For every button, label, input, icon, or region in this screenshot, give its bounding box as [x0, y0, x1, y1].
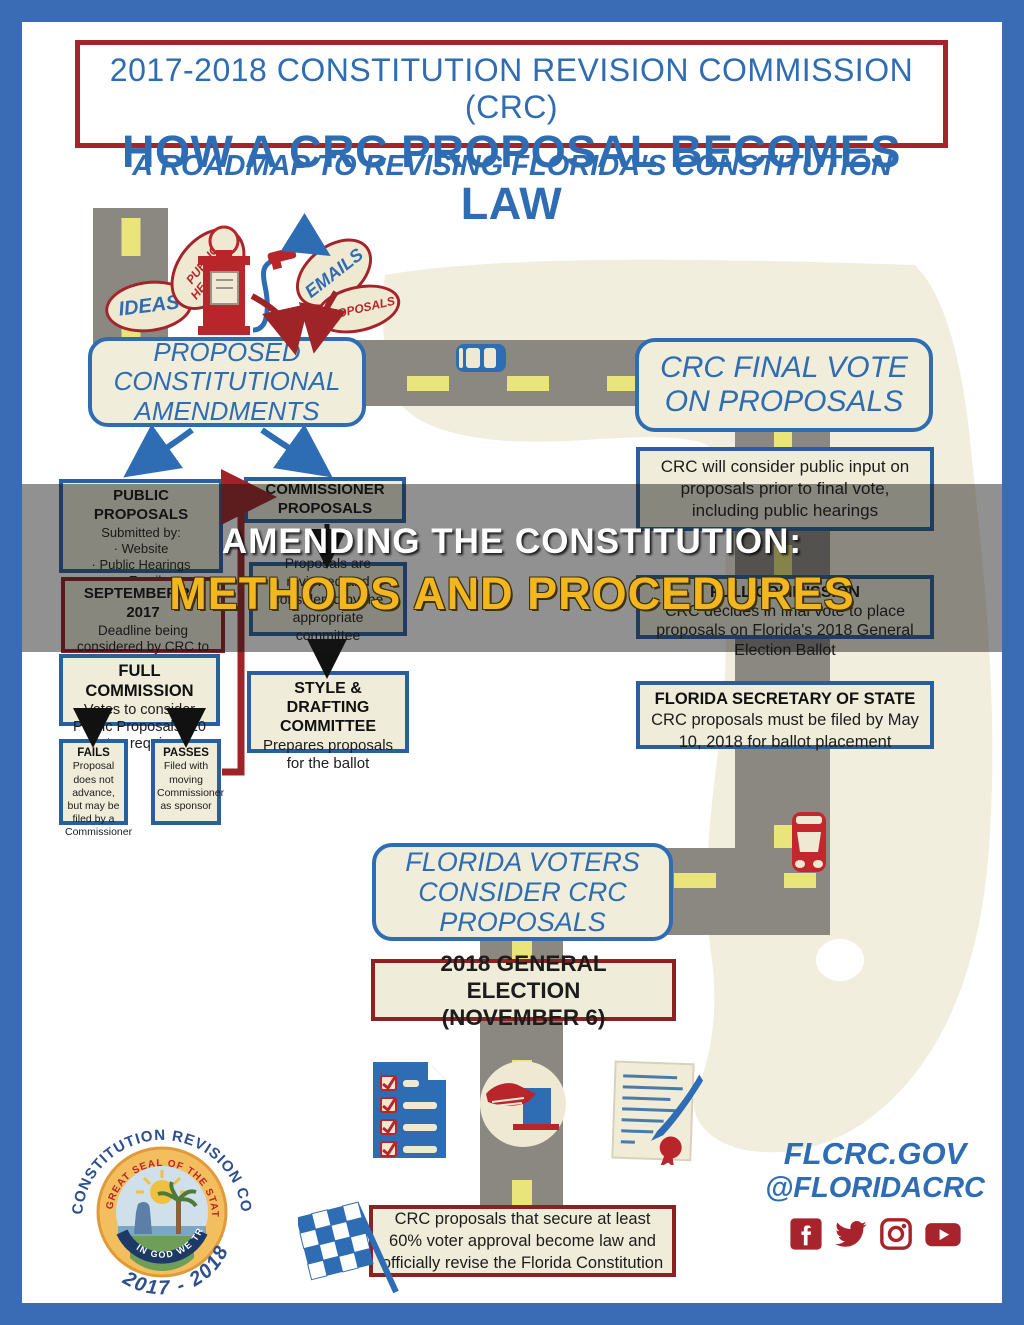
- election-line1: 2018 GENERAL ELECTION: [440, 950, 607, 1003]
- lake-okeechobee-shape: [816, 939, 864, 981]
- fails-title: FAILS: [77, 747, 110, 759]
- florida-voters-box: FLORIDA VOTERS CONSIDER CRC PROPOSALS: [372, 843, 673, 941]
- secretary-title: FLORIDA SECRETARY OF STATE: [654, 690, 916, 708]
- website-link[interactable]: FLCRC.GOV: [783, 1136, 967, 1171]
- secretary-text: CRC proposals must be filed by May 10, 2…: [651, 711, 919, 751]
- style-drafting-title: STYLE & DRAFTING COMMITTEE: [280, 680, 376, 736]
- ideas-label: IDEAS: [117, 291, 181, 321]
- branch-arrow-public: [123, 424, 194, 478]
- checklist-icon: [373, 1062, 446, 1158]
- public-proposals-item-hearings: · Public Hearings: [91, 557, 191, 572]
- florida-voters-line1: FLORIDA VOTERS: [405, 846, 640, 877]
- general-election-box: 2018 GENERAL ELECTION (NOVEMBER 6): [371, 951, 676, 1030]
- branch-arrow-commissioner: [260, 424, 333, 478]
- proposed-amendments-box: PROPOSED CONSTITUTIONAL AMENDMENTS: [88, 337, 366, 427]
- public-proposals-box: PUBLIC PROPOSALS Submitted by: · Website…: [59, 479, 223, 605]
- proposed-line2: CONSTITUTIONAL: [113, 366, 341, 397]
- style-drafting-box: STYLE & DRAFTING COMMITTEE Prepares prop…: [247, 671, 409, 772]
- title-line1: 2017-2018 CONSTITUTION REVISION COMMISSI…: [109, 52, 914, 125]
- full-commission-left-box: FULL COMMISSION Votes to consider Public…: [59, 654, 220, 752]
- public-proposals-title: PUBLIC PROPOSALS: [93, 487, 189, 523]
- crc-final-vote-line1: CRC FINAL VOTE: [660, 351, 908, 385]
- overlay-banner: AMENDING THE CONSTITUTION: METHODS AND P…: [0, 484, 1024, 652]
- public-proposals-item-website: · Website: [113, 540, 169, 556]
- passes-title: PASSES: [163, 747, 209, 759]
- crc-final-vote-box: CRC FINAL VOTE ON PROPOSALS: [635, 338, 933, 432]
- proposals-label: PROPOSALS: [319, 293, 397, 325]
- fails-box: FAILS Proposal does not advance, but may…: [59, 739, 132, 838]
- social-handle[interactable]: @FLORIDACRC: [765, 1172, 985, 1204]
- fails-text: Proposal does not advance, but may be fi…: [65, 760, 133, 838]
- footer-links: FLCRC.GOV @FLORIDACRC: [755, 1136, 995, 1251]
- florida-voters-line3: PROPOSALS: [439, 907, 606, 938]
- secretary-of-state-box: FLORIDA SECRETARY OF STATE CRC proposals…: [636, 681, 934, 751]
- youtube-icon[interactable]: [924, 1217, 962, 1251]
- overlay-title-line2: METHODS AND PROCEDURES: [169, 568, 855, 619]
- proposals-reviewed-text: Proposals are reviewed and considered by…: [272, 554, 384, 644]
- commissioner-title: COMMISSIONER PROPOSALS: [265, 481, 385, 517]
- proposed-line1: PROPOSED: [153, 337, 301, 368]
- sixty-percent-box: CRC proposals that secure at least 60% v…: [369, 1205, 676, 1277]
- florida-voters-line2: CONSIDER CRC: [418, 876, 627, 907]
- crc-final-vote-line2: ON PROPOSALS: [664, 385, 904, 418]
- election-line2: (NOVEMBER 6): [441, 1004, 606, 1030]
- instagram-icon[interactable]: [879, 1217, 913, 1251]
- signed-document-icon: [611, 1060, 704, 1165]
- social-icons-row: [755, 1217, 995, 1251]
- sixty-percent-text: CRC proposals that secure at least 60% v…: [381, 1209, 664, 1273]
- subtitle: A ROADMAP TO REVISING FLORIDA'S CONSTITU…: [132, 150, 892, 182]
- overlay-title-line1: AMENDING THE CONSTITUTION:: [221, 522, 803, 561]
- proposals-reviewed-box: Proposals are reviewed and considered by…: [249, 555, 407, 643]
- public-proposals-subtitle: Submitted by:: [101, 524, 181, 540]
- ballot-box-icon: [480, 1061, 566, 1147]
- crc-seal: GREAT SEAL OF THE STATE OF FLORIDA IN GO…: [60, 1108, 254, 1300]
- facebook-icon[interactable]: [789, 1217, 823, 1251]
- road-mid-horizontal: [660, 848, 830, 935]
- passes-text: Filed with moving Commissioner as sponso…: [157, 760, 225, 812]
- style-drafting-text: Prepares proposals for the ballot: [262, 736, 394, 772]
- checkered-flag-icon: [298, 1201, 399, 1294]
- september-title: SEPTEMBER 22, 2017: [83, 585, 203, 621]
- full-commission-left-title: FULL COMMISSION: [85, 662, 194, 700]
- proposed-line3: AMENDMENTS: [134, 395, 320, 426]
- title-box: 2017-2018 CONSTITUTION REVISION COMMISSI…: [75, 40, 948, 229]
- red-arrow-left: [250, 293, 309, 356]
- title-line2: HOW A CRC PROPOSAL BECOMES LAW: [122, 126, 901, 229]
- passes-box: PASSES Filed with moving Commissioner as…: [151, 739, 225, 825]
- twitter-icon[interactable]: [834, 1217, 868, 1251]
